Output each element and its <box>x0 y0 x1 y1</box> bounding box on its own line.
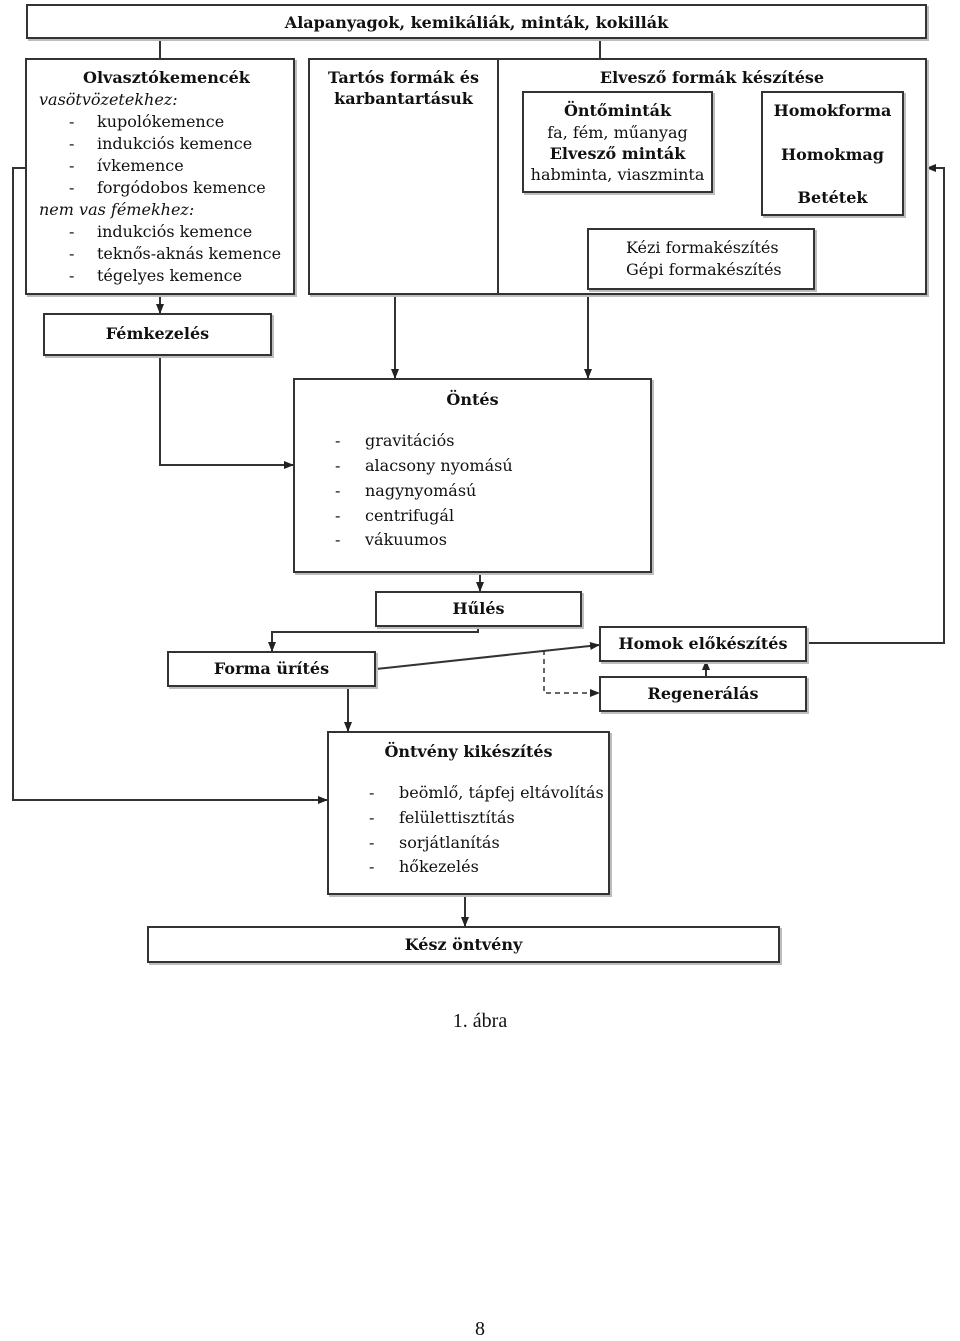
molding-box: Kézi formakészítés Gépi formakészítés <box>587 228 815 290</box>
manual-molding-label: Kézi formakészítés <box>626 238 779 257</box>
permanent-molds-line1: Tartós formák és <box>328 68 479 87</box>
sand-preparation-box: Homok előkészítés <box>599 626 807 662</box>
regeneration-box: Regenerálás <box>599 676 807 712</box>
furnace-item: indukciós kemence <box>97 134 253 153</box>
page-number: 8 <box>475 1318 485 1340</box>
sand-core-label: Homokmag <box>781 145 884 164</box>
melting-furnaces-title: Olvasztókemencék <box>83 68 250 87</box>
shakeout-box: Forma ürítés <box>167 651 376 687</box>
furnace-item: ívkemence <box>97 156 184 175</box>
furnace-item: teknős-aknás kemence <box>97 244 282 263</box>
bullet: - <box>369 857 375 876</box>
raw-materials-box: Alapanyagok, kemikáliák, minták, kokillá… <box>26 4 927 39</box>
bullet: - <box>335 431 341 450</box>
inserts-label: Betétek <box>797 188 868 207</box>
shakeout-label: Forma ürítés <box>213 659 330 678</box>
casting-method: alacsony nyomású <box>365 456 513 475</box>
casting-method: centrifugál <box>365 506 455 525</box>
bullet: - <box>69 156 75 175</box>
finishing-title: Öntvény kikészítés <box>384 742 553 761</box>
bullet: - <box>369 808 375 827</box>
casting-method: gravitációs <box>365 431 455 450</box>
bullet: - <box>69 134 75 153</box>
bullet: - <box>69 244 75 263</box>
bullet: - <box>369 783 375 802</box>
patterns-materials: fa, fém, műanyag <box>547 123 688 142</box>
bullet: - <box>335 456 341 475</box>
expendable-patterns-types: habminta, viaszminta <box>530 165 705 184</box>
sand-mold-box: Homokforma Homokmag Betétek <box>761 91 904 216</box>
figure-caption: 1. ábra <box>452 1010 508 1032</box>
finishing-step: felülettisztítás <box>399 808 515 827</box>
finishing-box: Öntvény kikészítés - beömlő, tápfej eltá… <box>327 731 610 895</box>
expendable-molds-title: Elvesző formák készítése <box>599 68 825 87</box>
bullet: - <box>335 481 341 500</box>
raw-materials-title: Alapanyagok, kemikáliák, minták, kokillá… <box>284 13 669 32</box>
cooling-box: Hűlés <box>375 591 582 627</box>
finishing-step: beömlő, tápfej eltávolítás <box>399 783 604 802</box>
patterns-box: Öntőminták fa, fém, műanyag Elvesző mint… <box>522 91 713 193</box>
bullet: - <box>335 530 341 549</box>
finished-casting-box: Kész öntvény <box>147 926 780 963</box>
sand-mold-label: Homokforma <box>773 101 892 120</box>
permanent-molds-box: Tartós formák és karbantartásuk <box>308 58 499 295</box>
regeneration-label: Regenerálás <box>647 684 759 703</box>
casting-method: vákuumos <box>365 530 447 549</box>
finishing-step: hőkezelés <box>399 857 479 876</box>
casting-method: nagynyomású <box>365 481 477 500</box>
bullet: - <box>69 222 75 241</box>
ferrous-subtitle: vasötvözetekhez: <box>39 90 178 109</box>
machine-molding-label: Gépi formakészítés <box>626 260 782 279</box>
furnace-item: forgódobos kemence <box>97 178 266 197</box>
nonferrous-subtitle: nem vas fémekhez: <box>39 200 195 219</box>
sand-preparation-label: Homok előkészítés <box>618 634 788 653</box>
furnace-item: indukciós kemence <box>97 222 253 241</box>
bullet: - <box>69 112 75 131</box>
bullet: - <box>369 833 375 852</box>
furnace-item: tégelyes kemence <box>97 266 243 285</box>
bullet: - <box>335 506 341 525</box>
bullet: - <box>69 266 75 285</box>
furnace-item: kupolókemence <box>97 112 225 131</box>
casting-title: Öntés <box>446 390 499 409</box>
casting-box: Öntés - gravitációs - alacsony nyomású -… <box>293 378 652 573</box>
melting-furnaces-box: Olvasztókemencék vasötvözetekhez: - kupo… <box>25 58 295 295</box>
metal-treatment-label: Fémkezelés <box>105 324 210 343</box>
finishing-step: sorjátlanítás <box>399 833 500 852</box>
bullet: - <box>69 178 75 197</box>
cooling-label: Hűlés <box>452 599 505 618</box>
expendable-patterns-title: Elvesző minták <box>549 144 686 163</box>
metal-treatment-box: Fémkezelés <box>43 313 272 356</box>
permanent-molds-line2: karbantartásuk <box>334 89 473 108</box>
finished-casting-label: Kész öntvény <box>404 935 523 954</box>
patterns-title: Öntőminták <box>563 101 672 120</box>
